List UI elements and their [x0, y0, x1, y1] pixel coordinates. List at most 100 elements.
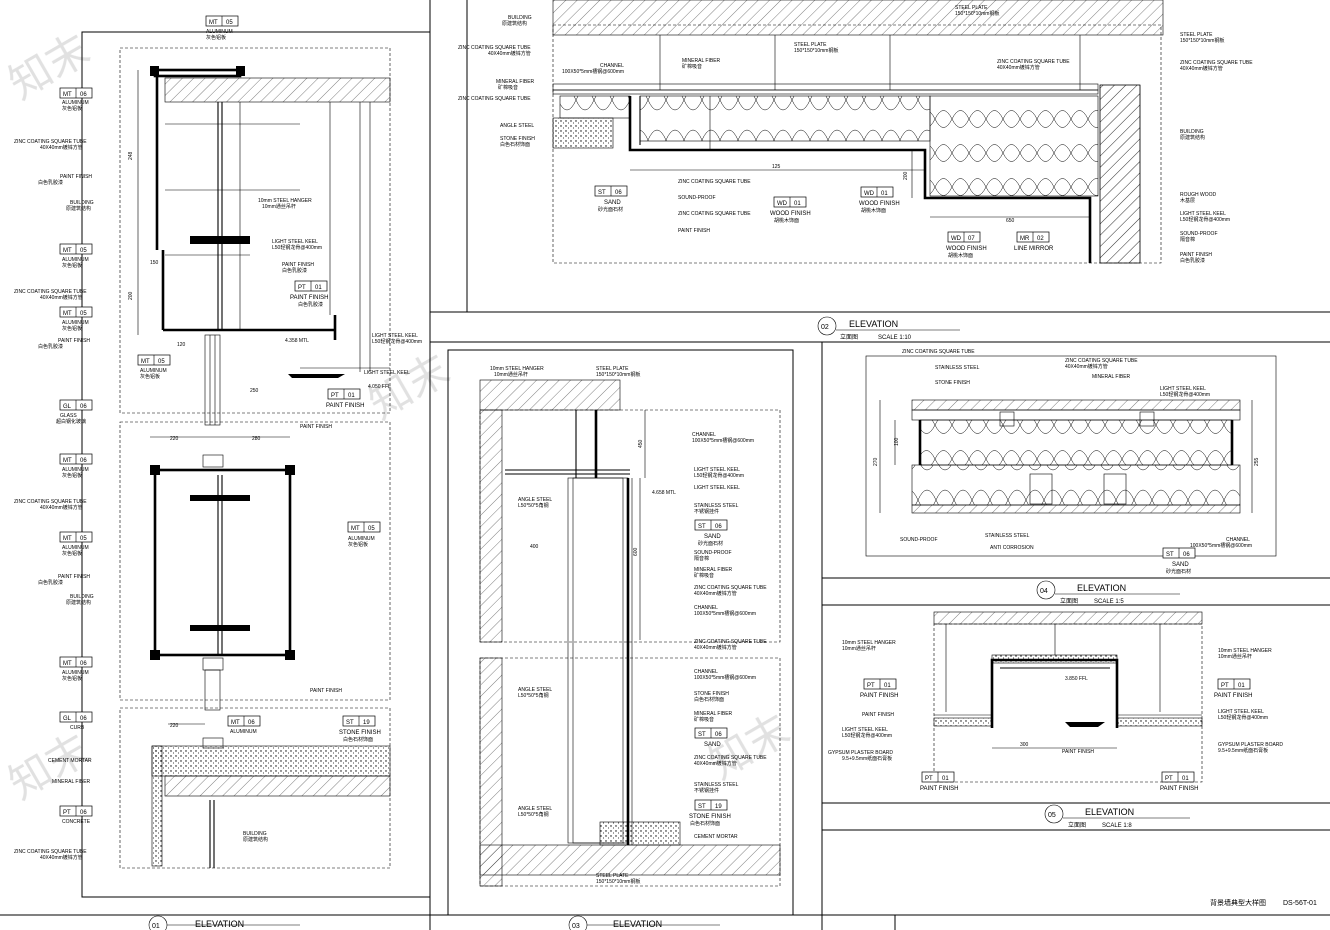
label-steel-plate-2: STEEL PLATE — [955, 5, 988, 11]
dim-200: 200 — [128, 291, 134, 300]
label-mineral-cn-2: 矿棉吸音 — [498, 84, 518, 91]
label-aluminum-3: ALUMINUM — [62, 257, 89, 263]
svg-text:PT: PT — [1165, 776, 1173, 782]
label-building-cn-4: 原建筑结构 — [502, 20, 527, 27]
label-sound-1: SOUND-PROOF — [1180, 231, 1218, 237]
label-building-5: BUILDING — [1180, 129, 1204, 135]
svg-text:19: 19 — [715, 804, 722, 810]
view-01-title: 01 ELEVATION — [148, 915, 300, 930]
label-mineral-cn-5: 矿棉吸音 — [694, 716, 714, 723]
label-keel-spec-8: L50轻钢龙骨@400mm — [842, 732, 892, 739]
label-zinc-8: ZINC COATING SQUARE TUBE — [1180, 60, 1253, 66]
svg-text:PT: PT — [925, 776, 933, 782]
label-steel-plate-4: STEEL PLATE — [596, 366, 629, 372]
svg-text:05: 05 — [80, 536, 87, 542]
label-sand-cn-2: 砂光面石材 — [698, 540, 723, 547]
label-paint-10: PAINT FINISH — [678, 228, 710, 234]
label-keel-spec-7: L50轻钢龙骨@400mm — [1160, 391, 1210, 398]
tag-mr02: MR 02 — [1016, 231, 1050, 243]
label-curb: CURB — [70, 725, 85, 731]
label-stainless-4: STAINLESS STEEL — [985, 533, 1030, 539]
label-zinc-2: ZINC COATING SQUARE TUBE — [14, 289, 87, 295]
label-mirror: LINE MIRROR — [1014, 246, 1054, 252]
svg-text:06: 06 — [80, 810, 87, 816]
tag-st19-1: ST 19 — [342, 715, 376, 727]
svg-text:06: 06 — [715, 524, 722, 530]
label-mineral-cn-4: 矿棉吸音 — [694, 572, 714, 579]
svg-text:02: 02 — [821, 324, 829, 331]
label-stainless-cn-2: 不锈钢挂件 — [694, 787, 719, 794]
label-zinc-14: ZINC COATING SQUARE TUBE — [902, 349, 975, 355]
svg-text:06: 06 — [248, 720, 255, 726]
label-zinc-spec-4: 40X40mm镀锌方管 — [40, 854, 83, 861]
label-angle-spec-2: L50*50*5角钢 — [518, 502, 549, 509]
label-stone-1: STONE FINISH — [339, 730, 381, 736]
label-stone-5: STONE FINISH — [935, 380, 970, 386]
label-steel-plate-spec-5: 150*150*10mm钢板 — [596, 878, 640, 885]
svg-text:PT: PT — [1221, 683, 1229, 689]
tag-wd07: WD 07 — [947, 231, 981, 243]
svg-text:MT: MT — [141, 359, 150, 365]
label-hanger-cn-4: 10mm通丝吊杆 — [1218, 653, 1252, 660]
dim-255: 255 — [1254, 457, 1260, 466]
dim-270: 270 — [873, 457, 879, 466]
label-aluminum-cn-9: 灰色铝板 — [62, 675, 82, 682]
tag-pt01-a: PT 01 — [294, 280, 328, 292]
dim-300: 300 — [1020, 742, 1029, 748]
svg-text:MT: MT — [63, 311, 72, 317]
label-sand-2: SAND — [704, 534, 721, 540]
label-aluminum-cn-6: 灰色铝板 — [62, 472, 82, 479]
label-keel-9: LIGHT STEEL KEEL — [1218, 709, 1264, 715]
tag-st06-d: ST 06 — [1162, 547, 1196, 559]
svg-text:01: 01 — [881, 191, 888, 197]
dim-220b: 220 — [170, 723, 179, 729]
label-keel-2: LIGHT STEEL KEEL — [372, 333, 418, 339]
label-mineral-6: MINERAL FIBER — [1092, 374, 1131, 380]
label-aluminum-10: ALUMINUM — [230, 729, 257, 735]
sheet-title: 背景墙典型大样图 — [1210, 898, 1266, 907]
label-zinc-spec-2: 40X40mm镀锌方管 — [40, 294, 83, 301]
label-glass-1: GLASS — [60, 413, 77, 419]
tag-gl06-2: GL 06 — [59, 711, 93, 723]
label-hanger-3: 10mm STEEL HANGER — [842, 640, 896, 646]
tag-mt05-5: MT 05 — [59, 531, 93, 543]
label-zinc-spec-13: 40X40mm镀锌方管 — [694, 760, 737, 767]
tag-pt01-c: PT 01 — [863, 678, 897, 690]
svg-text:WD: WD — [951, 236, 962, 242]
label-aluminum-8: ALUMINUM — [348, 536, 375, 542]
label-sound-cn-3: 隔音棉 — [694, 555, 709, 562]
svg-text:MT: MT — [63, 92, 72, 98]
label-keel-3: LIGHT STEEL KEEL — [364, 370, 410, 376]
label-angle-4: ANGLE STEEL — [518, 806, 552, 812]
label-channel-spec-2: 100X50*5mm槽钢@600mm — [692, 437, 754, 444]
dim-280: 280 — [252, 436, 261, 442]
label-mineral-5: MINERAL FIBER — [694, 711, 733, 717]
label-paint-7: PAINT FINISH — [326, 403, 364, 409]
svg-text:ELEVATION: ELEVATION — [195, 919, 244, 929]
svg-text:MT: MT — [63, 458, 72, 464]
label-building-3: BUILDING — [243, 831, 267, 837]
tag-pt01-e: PT 01 — [921, 771, 955, 783]
label-building-1: BUILDING — [70, 200, 94, 206]
view-03-drawing — [479, 379, 781, 887]
label-steel-plate-spec-1: 150*150*10mm钢板 — [794, 47, 838, 54]
svg-text:19: 19 — [363, 720, 370, 726]
label-wood-2: WOOD FINISH — [859, 201, 900, 207]
svg-text:01: 01 — [315, 285, 322, 291]
label-aluminum-cn-8: 灰色铝板 — [348, 541, 368, 548]
svg-text:05: 05 — [226, 20, 233, 26]
svg-text:PT: PT — [867, 683, 875, 689]
view-02-title: 02 ELEVATION 立面图 SCALE 1:10 — [817, 316, 960, 341]
label-cement-1: CEMENT MORTAR — [48, 758, 92, 764]
label-stainless-cn-1: 不锈钢挂件 — [694, 508, 719, 515]
label-wood-cn-3: 胡桃木饰面 — [948, 252, 973, 259]
watermark-3: 知末 — [1, 725, 97, 808]
svg-text:01: 01 — [884, 683, 891, 689]
dim-600: 600 — [633, 547, 639, 556]
label-sand-3: SAND — [704, 742, 721, 748]
label-keel-spec-2: L50轻钢龙骨@400mm — [372, 338, 422, 345]
label-keel-spec-9: L50轻钢龙骨@400mm — [1218, 714, 1268, 721]
tag-mt06-1: MT 06 — [59, 87, 93, 99]
svg-text:PT: PT — [298, 285, 306, 291]
